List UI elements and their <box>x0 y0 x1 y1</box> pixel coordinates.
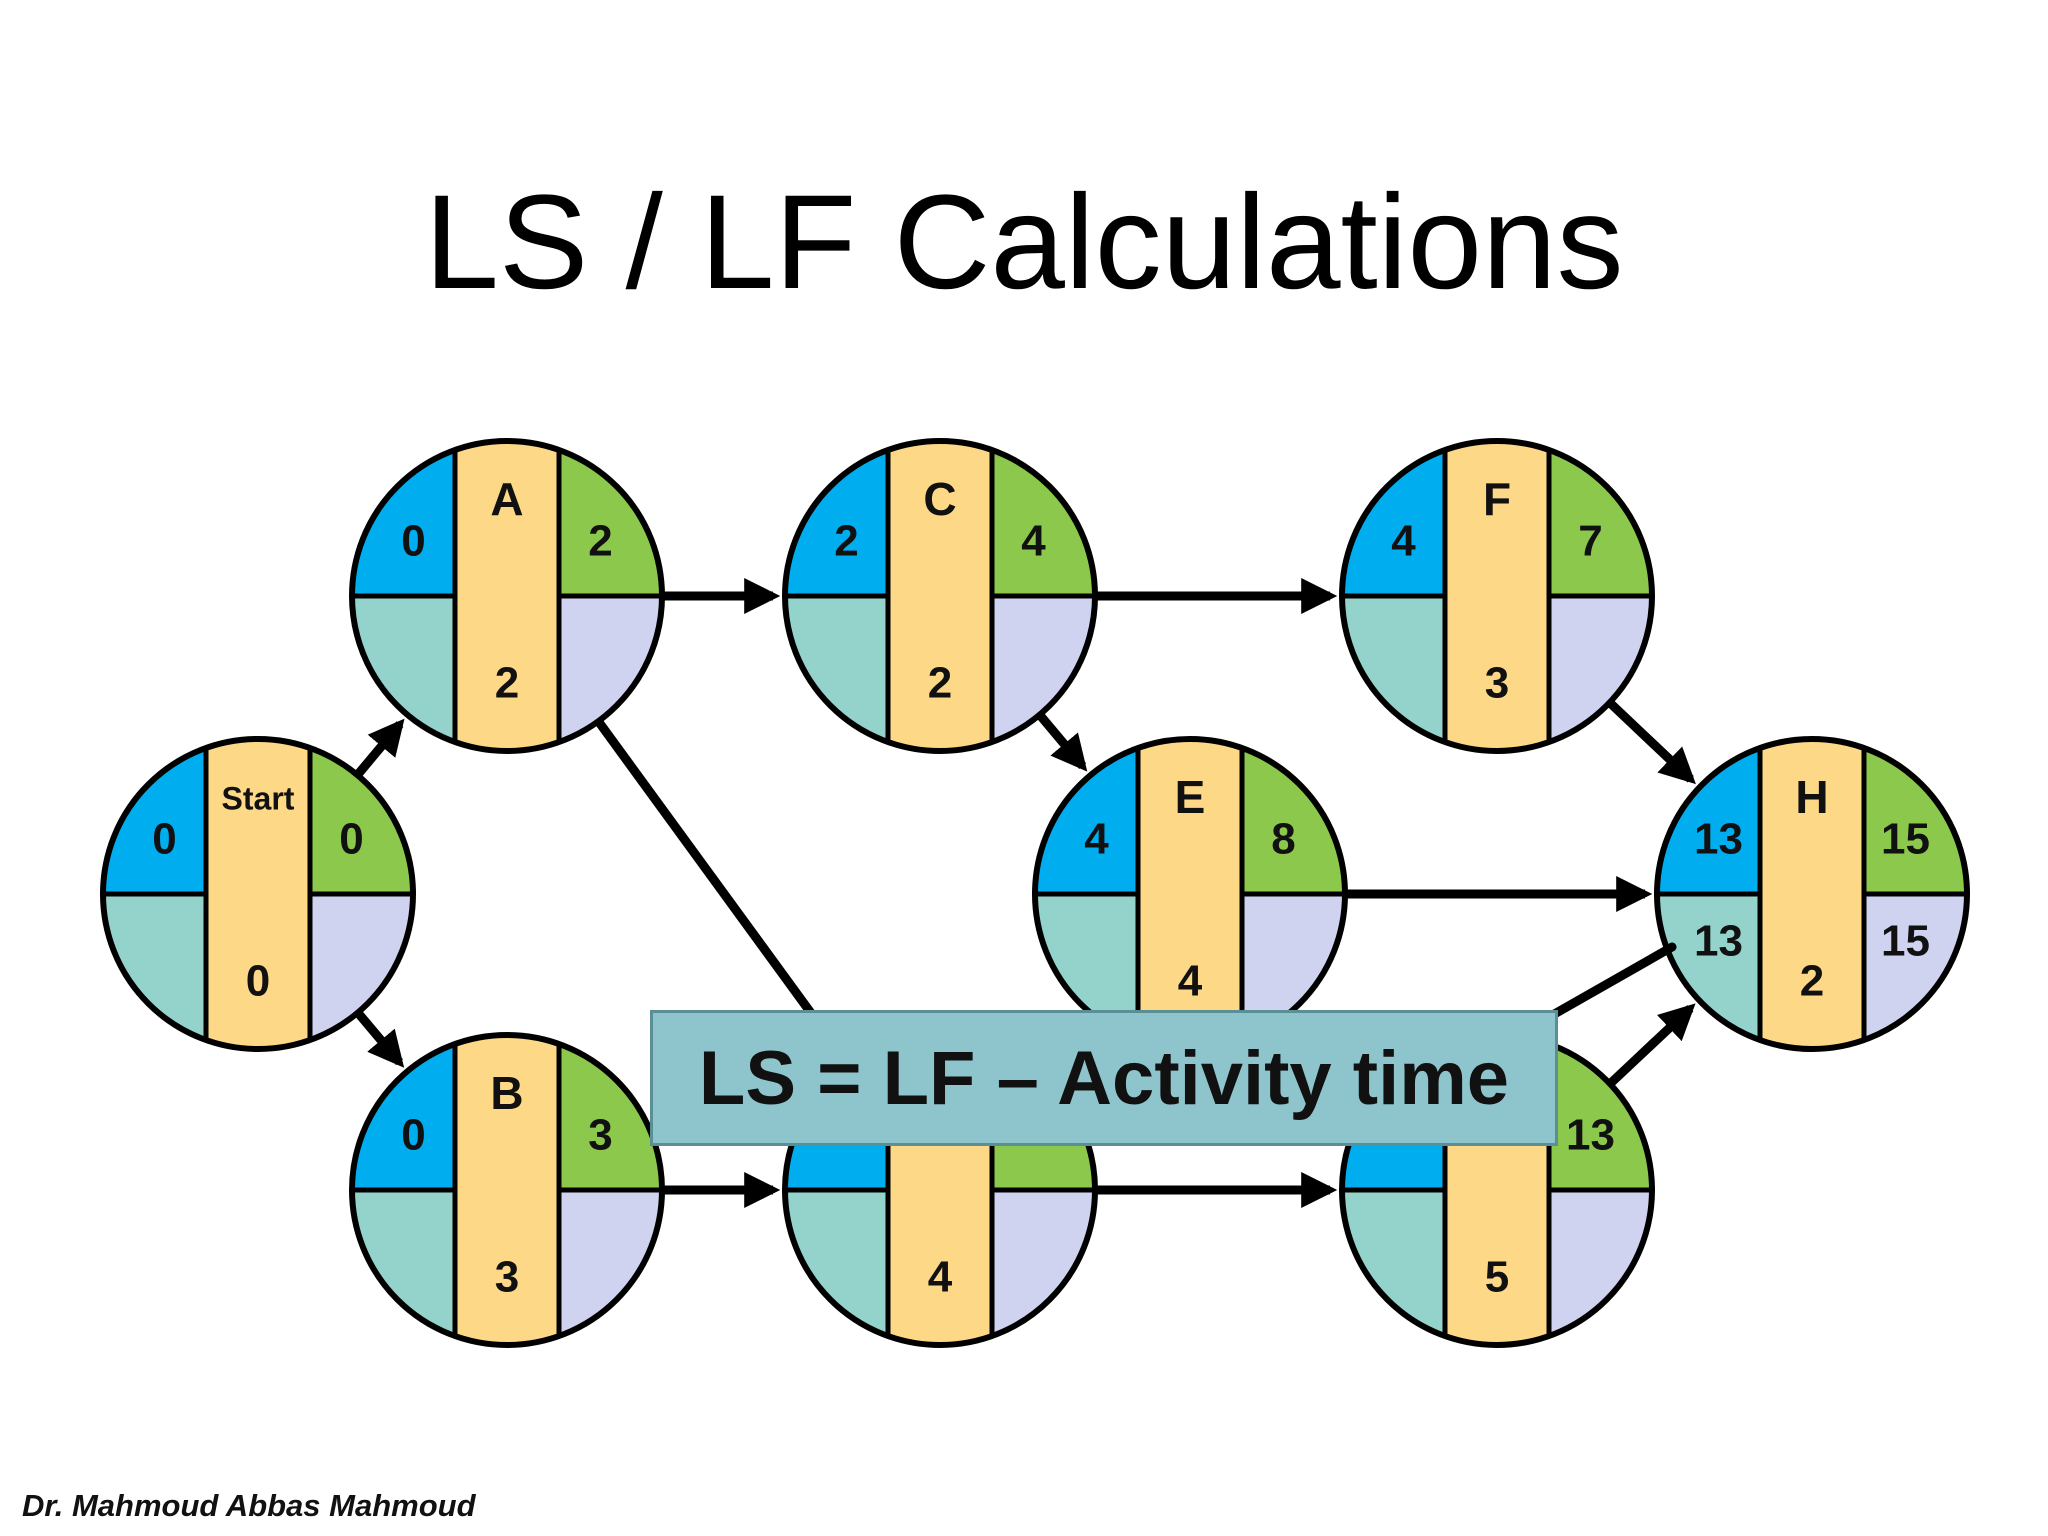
node-outline <box>1339 438 1655 754</box>
es-value: 0 <box>401 517 425 566</box>
activity-name: Start <box>222 780 295 816</box>
ef-value: 0 <box>339 815 363 864</box>
es-value: 4 <box>1391 517 1416 566</box>
ef-value: 13 <box>1566 1111 1615 1160</box>
activity-column <box>206 739 310 1049</box>
activity-name: H <box>1795 771 1828 823</box>
es-value: 13 <box>1694 815 1743 864</box>
ef-value: 7 <box>1578 517 1602 566</box>
edge-start-b <box>354 1009 405 1068</box>
ef-value: 2 <box>588 517 612 566</box>
activity-name: F <box>1483 473 1511 525</box>
ls-value: 13 <box>1694 917 1743 966</box>
activity-time: 3 <box>1485 659 1509 708</box>
es-value: 0 <box>152 815 176 864</box>
edges-layer <box>353 578 1696 1208</box>
edge-f-h <box>1606 699 1696 785</box>
ef-value: 15 <box>1881 815 1930 864</box>
activity-time: 5 <box>1485 1253 1509 1302</box>
ef-value: 3 <box>588 1111 612 1160</box>
activity-time: 0 <box>246 957 270 1006</box>
slide-title: LS / LF Calculations <box>424 168 1624 317</box>
activity-column <box>455 441 559 751</box>
activity-time: 2 <box>928 659 952 708</box>
activity-time: 3 <box>495 1253 519 1302</box>
activity-node-f: F 4 7 3 <box>1339 438 1655 754</box>
activity-name: A <box>490 473 523 525</box>
es-value: 0 <box>401 1111 425 1160</box>
activity-node-e: E 4 8 4 <box>1032 736 1348 1052</box>
activity-node-c: C 2 4 2 <box>782 438 1098 754</box>
author-footer: Dr. Mahmoud Abbas Mahmoud <box>22 1488 476 1523</box>
activity-node-h: H 13 15 2 13 15 <box>1654 736 1970 1052</box>
activity-time: 4 <box>1178 957 1203 1006</box>
activity-column <box>1445 441 1549 751</box>
activity-time: 2 <box>495 659 519 708</box>
formula-box: LS = LF – Activity time <box>650 1010 1558 1146</box>
activity-column <box>1760 739 1864 1049</box>
activity-name: B <box>490 1067 523 1119</box>
activity-column <box>455 1035 559 1345</box>
es-value: 4 <box>1084 815 1109 864</box>
ef-value: 4 <box>1021 517 1046 566</box>
edge-a-d <box>594 718 846 1061</box>
activity-name: E <box>1175 771 1206 823</box>
node-outline <box>349 438 665 754</box>
activity-column <box>888 441 992 751</box>
node-outline <box>100 736 416 1052</box>
edge-g-h <box>1606 1003 1696 1088</box>
node-outline <box>782 438 1098 754</box>
activity-time: 2 <box>1800 957 1824 1006</box>
activity-column <box>1138 739 1242 1049</box>
node-outline <box>349 1032 665 1348</box>
activity-node-start: Start 0 0 0 <box>100 736 416 1052</box>
activity-node-b: B 0 3 3 <box>349 1032 665 1348</box>
node-outline <box>1654 736 1970 1052</box>
lf-value: 15 <box>1881 917 1930 966</box>
es-value: 2 <box>834 517 858 566</box>
activity-time: 4 <box>928 1253 953 1302</box>
activity-name: C <box>923 473 956 525</box>
edge-start-a <box>353 718 405 778</box>
edge-c-e <box>1036 711 1088 772</box>
activity-node-a: A 0 2 2 <box>349 438 665 754</box>
ef-value: 8 <box>1271 815 1295 864</box>
